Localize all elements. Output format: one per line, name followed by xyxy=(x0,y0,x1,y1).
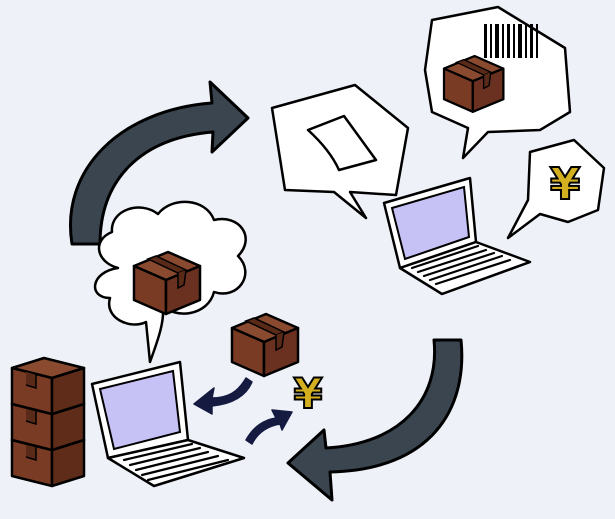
yen-icon: ¥ xyxy=(550,159,581,210)
package-icon xyxy=(132,250,202,316)
speech-bubble-product xyxy=(423,5,572,160)
speech-bubble-yen: ¥ xyxy=(506,138,606,240)
cycle-arrow-down xyxy=(286,338,464,502)
yen-icon: ¥ xyxy=(293,369,322,418)
thought-bubble xyxy=(93,200,247,364)
barcode-icon xyxy=(484,24,538,58)
small-arrow-incoming xyxy=(193,377,253,415)
laptop-icon xyxy=(382,176,532,296)
small-arrow-outgoing xyxy=(245,409,293,445)
paper-icon xyxy=(306,114,378,172)
speech-bubble-paper xyxy=(270,83,410,220)
cycle-arrow-up xyxy=(69,80,250,246)
laptop-icon xyxy=(90,360,246,488)
box-stack-icon xyxy=(10,356,86,488)
package-icon xyxy=(230,312,300,378)
package-icon xyxy=(442,54,505,113)
